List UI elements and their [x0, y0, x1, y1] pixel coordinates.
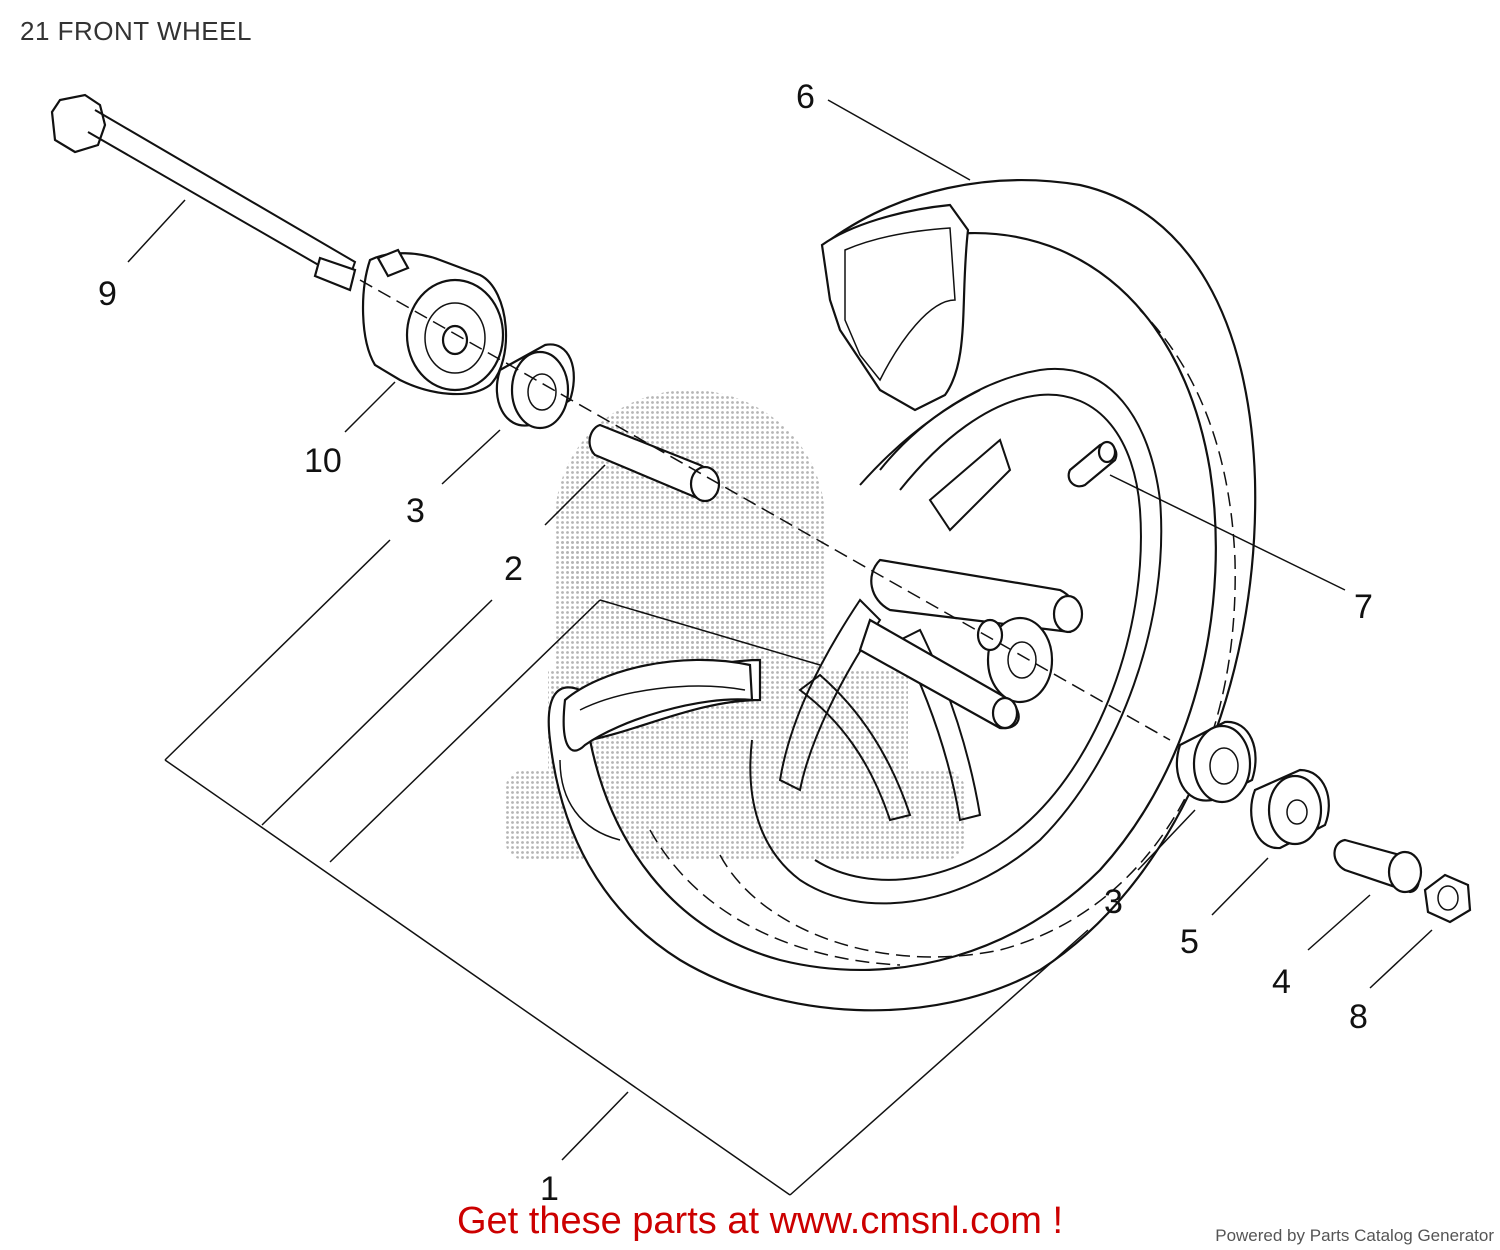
gear-housing-part-10[interactable] — [361, 248, 508, 396]
callout-1: 1 — [540, 1170, 559, 1208]
callout-3-left: 3 — [406, 492, 425, 530]
axle-part-9[interactable] — [50, 93, 357, 292]
callout-7: 7 — [1354, 588, 1373, 626]
callout-4: 4 — [1272, 963, 1291, 1001]
callout-6: 6 — [796, 78, 815, 116]
spacer-part-2[interactable] — [588, 423, 721, 503]
bearing-left-part-3[interactable] — [495, 343, 575, 430]
page-title: 21 FRONT WHEEL — [20, 16, 252, 46]
nut-part-8[interactable] — [1423, 873, 1472, 924]
callout-2: 2 — [504, 550, 523, 588]
axle-centerline — [359, 279, 1171, 741]
leader-lines — [127, 99, 1433, 1196]
callout-5: 5 — [1180, 923, 1199, 961]
callout-3-right: 3 — [1104, 883, 1123, 921]
watermark-logo — [505, 390, 965, 860]
bearing-right-part-3[interactable] — [1175, 720, 1257, 804]
collar-part-5[interactable] — [1250, 768, 1330, 850]
callout-10: 10 — [304, 442, 342, 480]
spacer-part-4[interactable] — [1333, 838, 1423, 894]
valve-part-7[interactable] — [1067, 440, 1118, 488]
cmsnl-link[interactable]: Get these parts at www.cmsnl.com ! — [456, 1200, 1064, 1242]
powered-by-text: Powered by Parts Catalog Generator — [1215, 1226, 1494, 1245]
callout-8: 8 — [1349, 998, 1368, 1036]
tire-part-6[interactable] — [547, 179, 1257, 1012]
callout-9: 9 — [98, 275, 117, 313]
wheel-rim-part-1[interactable] — [749, 367, 1163, 905]
